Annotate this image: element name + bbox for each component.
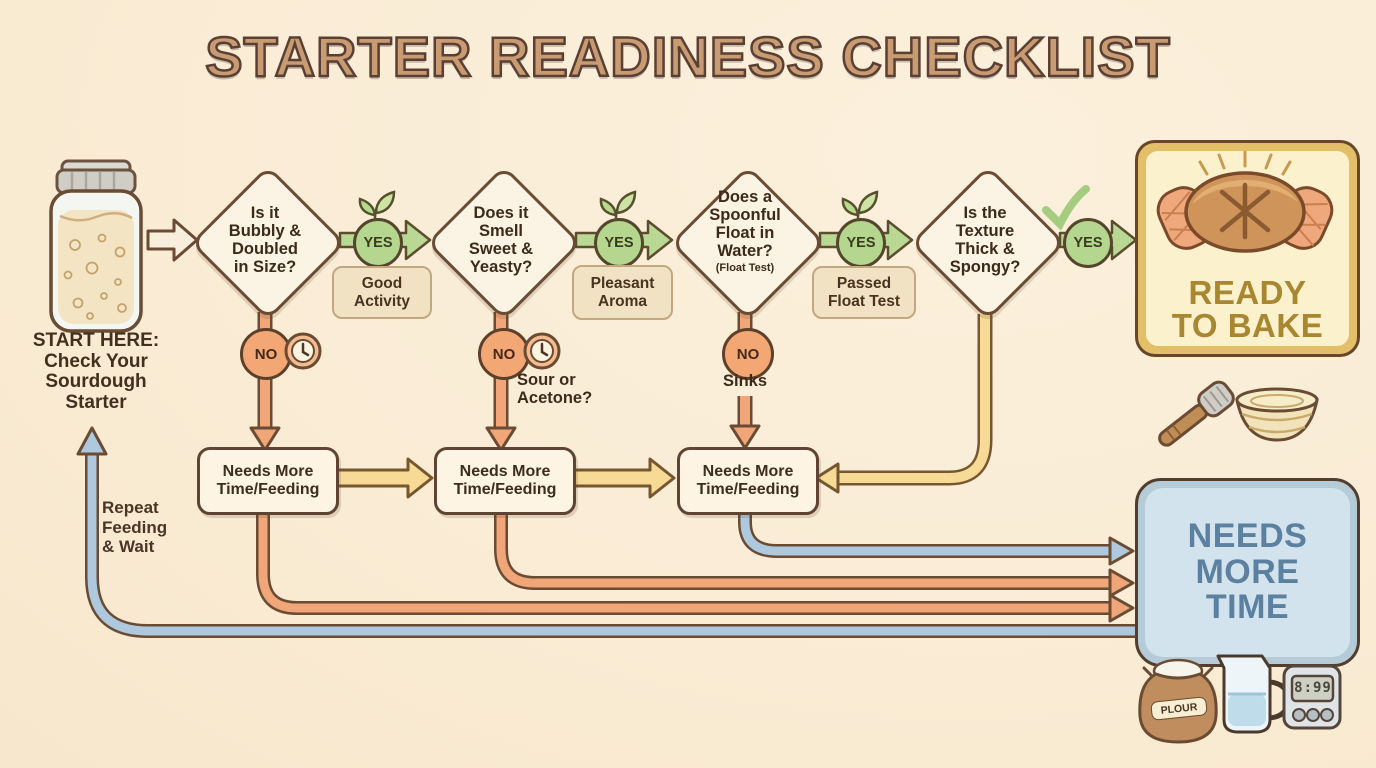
no-badge-1: NO xyxy=(240,328,292,380)
ready-to-bake-box: READY TO BAKE xyxy=(1135,140,1360,357)
result-label-good-activity: Good Activity xyxy=(332,266,432,319)
yes-label: YES xyxy=(1073,235,1103,251)
yes-label: YES xyxy=(846,235,876,251)
needs-more-time-label: NEEDS MORE TIME xyxy=(1187,517,1308,627)
needs-more-time-panel xyxy=(1145,488,1350,657)
needs-box-3: Needs More Time/Feeding xyxy=(677,447,819,515)
result-label-pleasant-aroma: Pleasant Aroma xyxy=(572,265,673,320)
no-badge-2: NO xyxy=(478,328,530,380)
yes-badge-4: YES xyxy=(1063,218,1113,268)
no-label: NO xyxy=(736,345,760,363)
yes-label: YES xyxy=(604,235,634,251)
needs-box-2: Needs More Time/Feeding xyxy=(434,447,576,515)
decision-diamond-3 xyxy=(670,165,826,321)
decision-diamond-2 xyxy=(426,165,582,321)
needs-box-1: Needs More Time/Feeding xyxy=(197,447,339,515)
yes-badge-1: YES xyxy=(353,218,403,268)
decision-diamond-1 xyxy=(190,165,346,321)
decision-diamond-4 xyxy=(910,165,1066,321)
no-badge-3: NO xyxy=(722,328,774,380)
no-label: NO xyxy=(254,345,278,363)
needs-more-time-box: NEEDS MORE TIME xyxy=(1135,478,1360,667)
yes-label: YES xyxy=(363,235,393,251)
yes-badge-3: YES xyxy=(836,218,886,268)
result-label-passed-float-test: Passed Float Test xyxy=(812,266,916,319)
ready-to-bake-label: READY TO BAKE xyxy=(1171,274,1324,344)
no-label: NO xyxy=(492,345,516,363)
yes-badge-2: YES xyxy=(594,218,644,268)
